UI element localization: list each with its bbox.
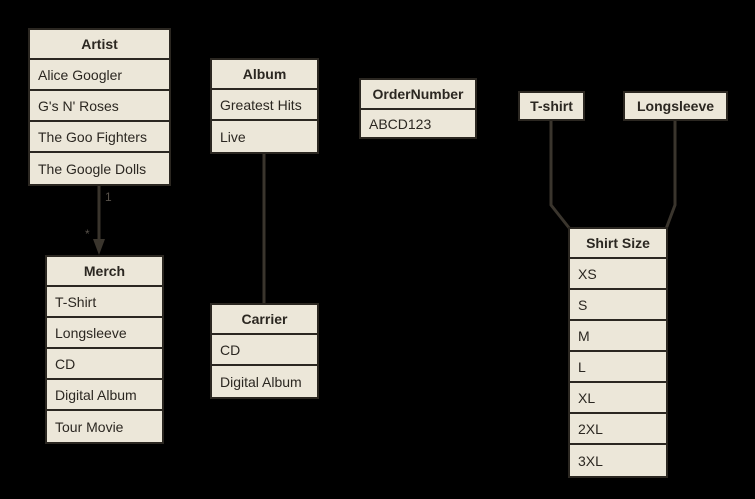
entity-artist-value[interactable]: Alice Googler bbox=[30, 60, 169, 91]
entity-merch-header: Merch bbox=[47, 257, 162, 287]
entity-shirtsize-value[interactable]: XL bbox=[570, 383, 666, 414]
entity-artist-value[interactable]: The Goo Fighters bbox=[30, 122, 169, 153]
connector-tshirt-shirtsize bbox=[549, 121, 572, 230]
entity-album-header: Album bbox=[212, 60, 317, 90]
entity-artist-header: Artist bbox=[30, 30, 169, 60]
entity-ordernumber-header: OrderNumber bbox=[361, 80, 475, 110]
entity-shirtsize-value[interactable]: XS bbox=[570, 259, 666, 290]
entity-tshirt[interactable]: T-shirt bbox=[518, 91, 585, 121]
entity-merch-value[interactable]: Longsleeve bbox=[47, 318, 162, 349]
multiplicity-label-many: * bbox=[85, 227, 90, 241]
entity-shirtsize-header: Shirt Size bbox=[570, 229, 666, 259]
entity-artist[interactable]: Artist Alice Googler G's N' Roses The Go… bbox=[28, 28, 171, 186]
entity-artist-value[interactable]: The Google Dolls bbox=[30, 153, 169, 184]
entity-merch-value[interactable]: T-Shirt bbox=[47, 287, 162, 318]
entity-carrier-value[interactable]: CD bbox=[212, 335, 317, 366]
entity-album-value[interactable]: Greatest Hits bbox=[212, 90, 317, 121]
entity-merch-value[interactable]: Tour Movie bbox=[47, 411, 162, 442]
entity-album-value[interactable]: Live bbox=[212, 121, 317, 152]
entity-tshirt-header: T-shirt bbox=[520, 93, 583, 119]
multiplicity-label-one: 1 bbox=[105, 190, 112, 204]
entity-ordernumber[interactable]: OrderNumber ABCD123 bbox=[359, 78, 477, 139]
entity-ordernumber-value[interactable]: ABCD123 bbox=[361, 110, 475, 137]
entity-artist-value[interactable]: G's N' Roses bbox=[30, 91, 169, 122]
entity-carrier-header: Carrier bbox=[212, 305, 317, 335]
entity-shirtsize-value[interactable]: L bbox=[570, 352, 666, 383]
entity-shirtsize[interactable]: Shirt Size XS S M L XL 2XL 3XL bbox=[568, 227, 668, 478]
entity-carrier-value[interactable]: Digital Album bbox=[212, 366, 317, 397]
entity-shirtsize-value[interactable]: S bbox=[570, 290, 666, 321]
entity-merch-value[interactable]: Digital Album bbox=[47, 380, 162, 411]
arrowhead-artist-merch bbox=[93, 239, 105, 255]
entity-shirtsize-value[interactable]: 2XL bbox=[570, 414, 666, 445]
entity-merch[interactable]: Merch T-Shirt Longsleeve CD Digital Albu… bbox=[45, 255, 164, 444]
entity-shirtsize-value[interactable]: 3XL bbox=[570, 445, 666, 476]
entity-shirtsize-value[interactable]: M bbox=[570, 321, 666, 352]
connector-longsleeve-shirtsize bbox=[664, 121, 677, 230]
entity-carrier[interactable]: Carrier CD Digital Album bbox=[210, 303, 319, 399]
entity-longsleeve-header: Longsleeve bbox=[625, 93, 726, 119]
entity-album[interactable]: Album Greatest Hits Live bbox=[210, 58, 319, 154]
entity-merch-value[interactable]: CD bbox=[47, 349, 162, 380]
entity-longsleeve[interactable]: Longsleeve bbox=[623, 91, 728, 121]
